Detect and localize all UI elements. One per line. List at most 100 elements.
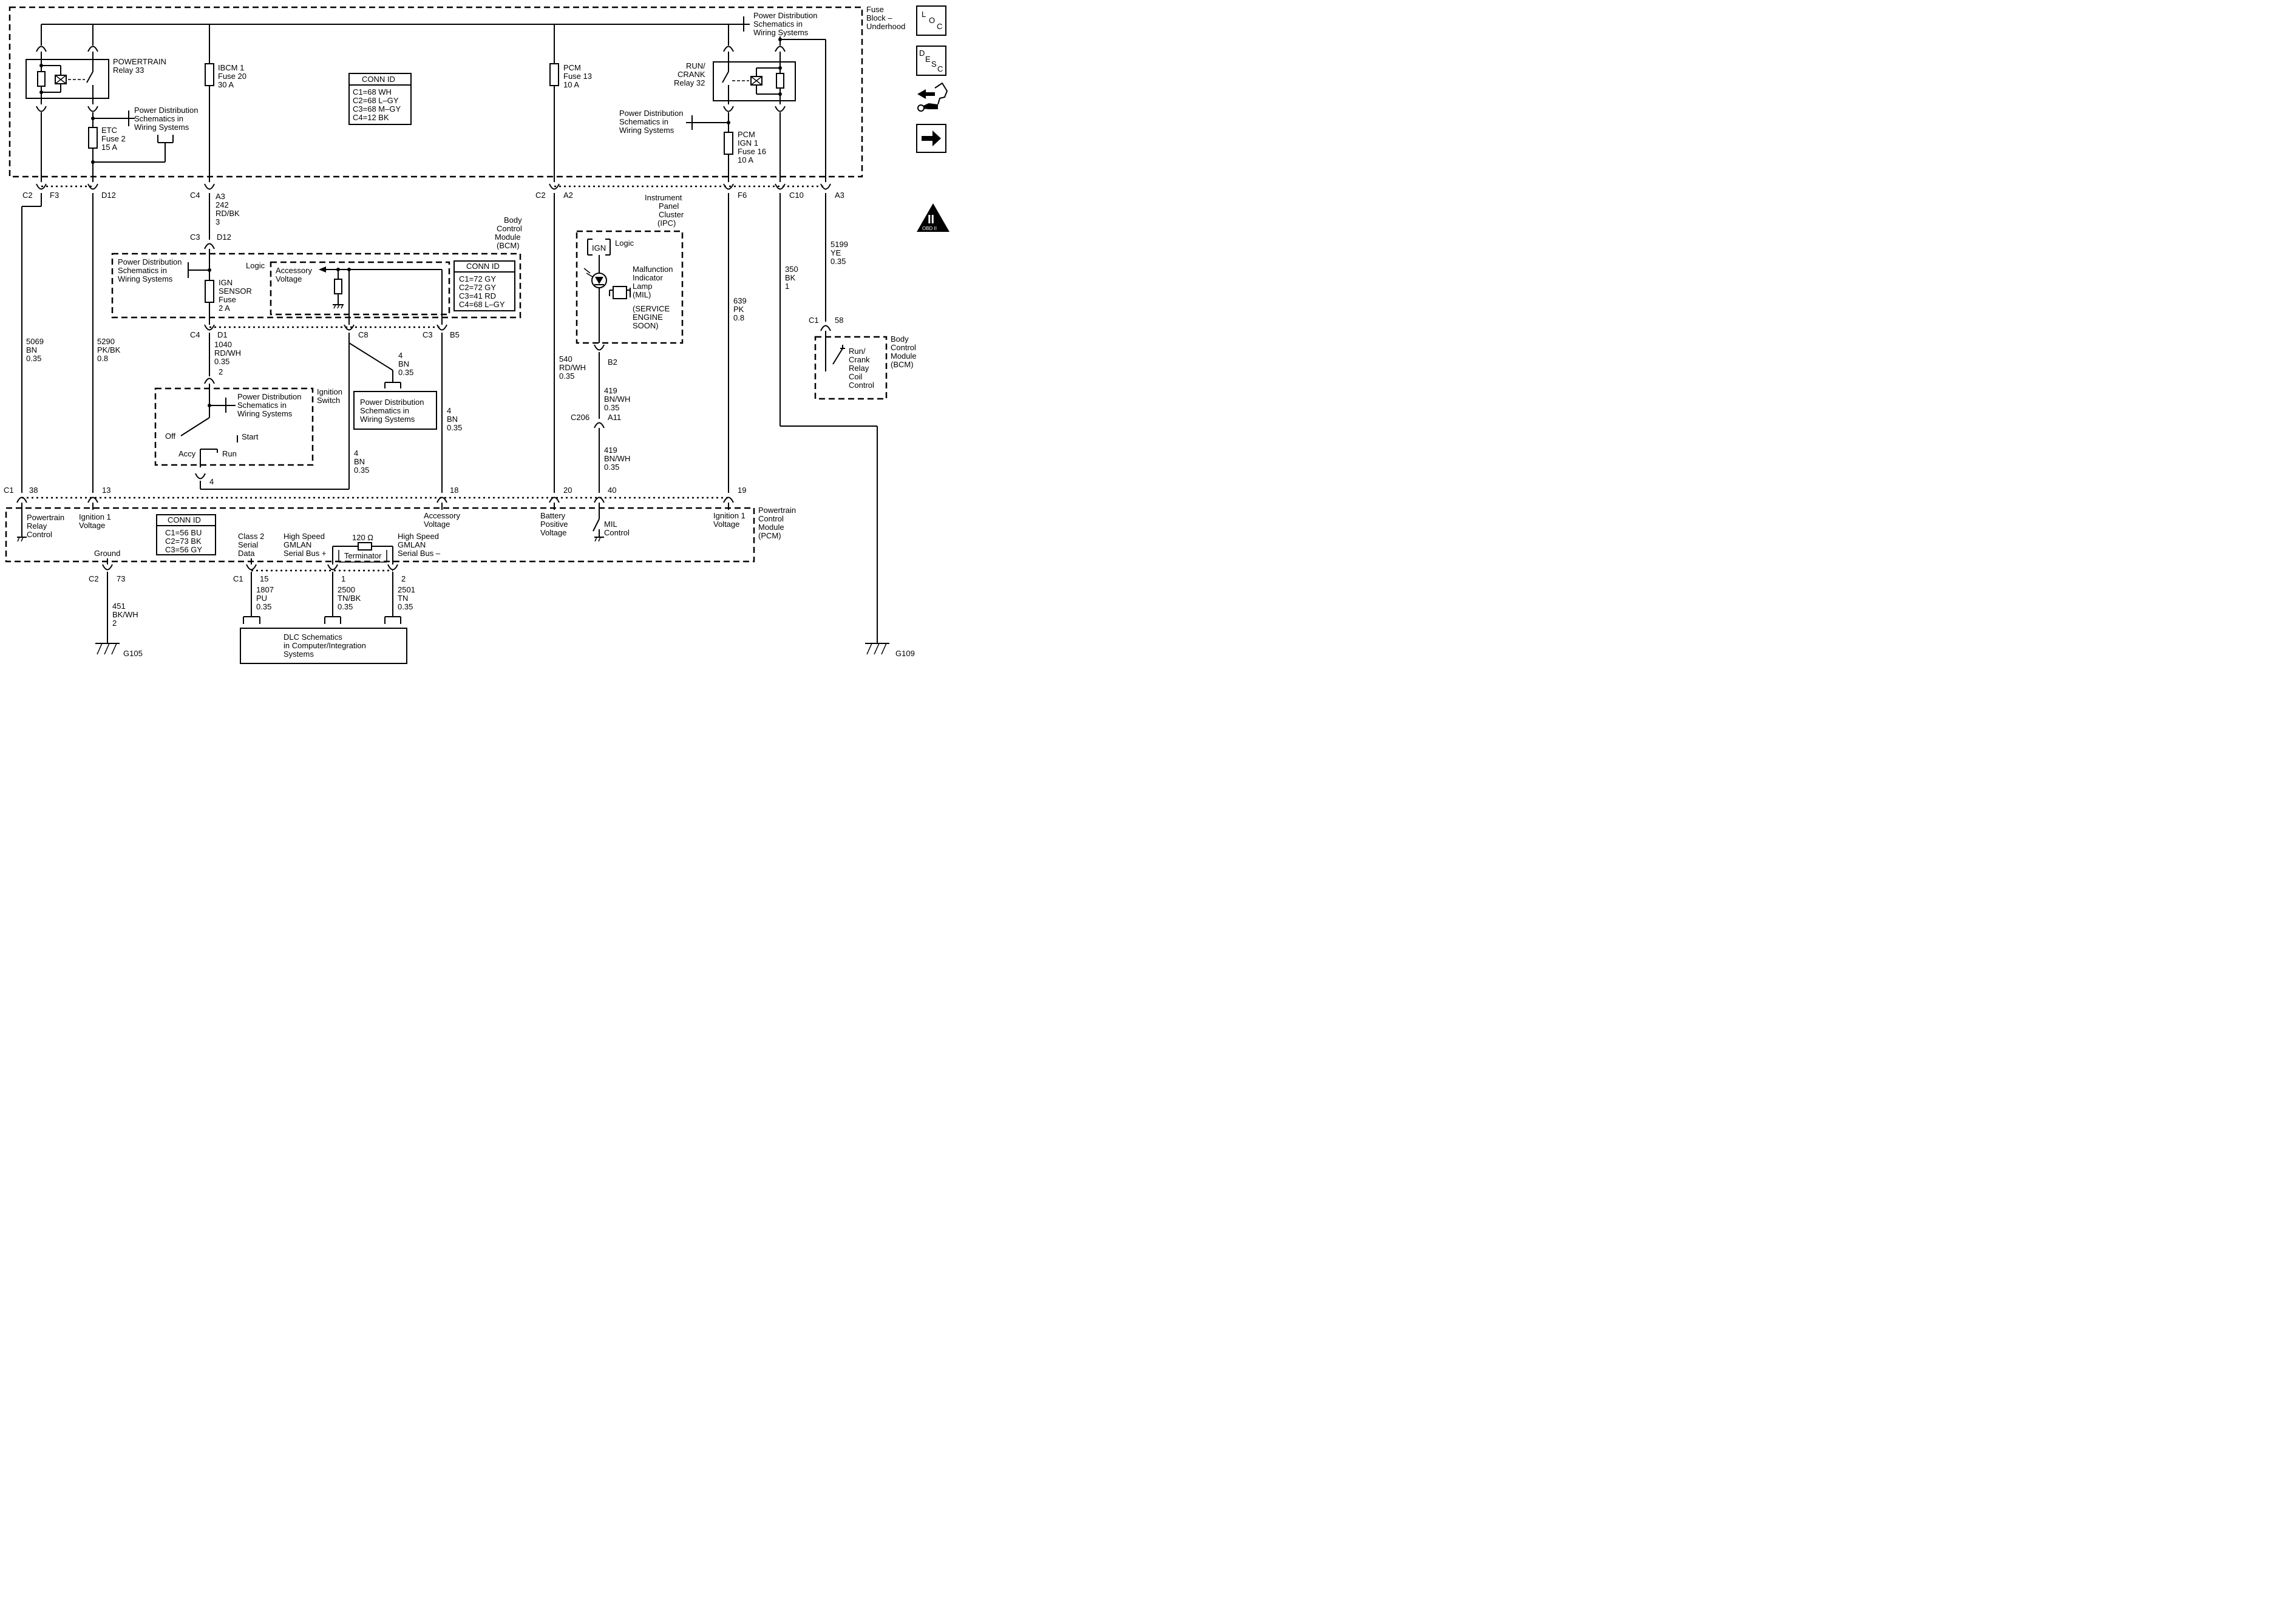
svg-text:A11: A11: [608, 413, 621, 422]
svg-text:D1: D1: [217, 330, 228, 339]
dlc-schematics-box: [240, 628, 407, 664]
svg-text:A3: A3: [216, 192, 225, 201]
svg-text:D: D: [919, 49, 925, 58]
svg-text:F3: F3: [50, 191, 59, 200]
svg-text:B5: B5: [450, 330, 460, 339]
svg-text:CONN ID: CONN ID: [168, 515, 201, 524]
svg-text:G105: G105: [123, 649, 143, 658]
svg-text:C4=68 L–GY: C4=68 L–GY: [459, 300, 505, 309]
svg-text:13: 13: [102, 486, 110, 495]
svg-text:C1=72 GY: C1=72 GY: [459, 274, 496, 283]
svg-text:C4: C4: [190, 191, 200, 200]
svg-text:C10: C10: [789, 191, 804, 200]
svg-text:15: 15: [260, 574, 268, 583]
svg-text:Start: Start: [242, 432, 259, 441]
bcm-bottom-connectors: C4 D1 C8 C3 B5: [190, 324, 460, 339]
desc-icon[interactable]: D E S C: [916, 46, 946, 76]
svg-text:C3: C3: [423, 330, 433, 339]
svg-text:Ground: Ground: [94, 549, 120, 558]
svg-text:C206: C206: [571, 413, 589, 422]
svg-text:Off: Off: [165, 432, 175, 441]
next-arrow-icon[interactable]: [916, 124, 946, 153]
svg-text:C4=12 BK: C4=12 BK: [353, 113, 389, 122]
svg-text:C3=68 M–GY: C3=68 M–GY: [353, 104, 401, 114]
wrench-connector-icon[interactable]: [917, 82, 948, 112]
svg-text:IGN: IGN: [592, 243, 606, 253]
obd2-icon: II OBD II: [917, 203, 949, 232]
svg-text:B2: B2: [608, 358, 617, 367]
svg-text:D12: D12: [101, 191, 116, 200]
svg-text:C3=56 GY: C3=56 GY: [165, 545, 202, 554]
svg-text:C: C: [937, 22, 942, 31]
svg-text:Terminator: Terminator: [344, 551, 382, 560]
svg-text:C1: C1: [809, 316, 819, 325]
svg-text:Logic: Logic: [615, 239, 634, 248]
svg-text:C1: C1: [4, 486, 14, 495]
svg-text:S: S: [931, 59, 937, 69]
svg-text:18: 18: [450, 486, 458, 495]
svg-text:2: 2: [401, 574, 406, 583]
svg-text:73: 73: [117, 574, 125, 583]
svg-text:C2=72 GY: C2=72 GY: [459, 283, 496, 292]
svg-text:E: E: [925, 55, 931, 64]
svg-text:A3: A3: [835, 191, 844, 200]
svg-text:38: 38: [29, 486, 38, 495]
svg-text:58: 58: [835, 316, 843, 325]
svg-text:120 Ω: 120 Ω: [352, 533, 373, 542]
svg-text:40: 40: [608, 486, 616, 495]
fuse-block-connectors: C2 F3 D12 C4 A3 C2 A2 F6 C10 A3: [22, 183, 844, 201]
conn-id-fuse-block: CONN ID C1=68 WH C2=68 L–GY C3=68 M–GY C…: [348, 73, 412, 125]
svg-text:C2=68 L–GY: C2=68 L–GY: [353, 96, 399, 105]
svg-text:Logic: Logic: [246, 261, 265, 270]
svg-text:G109: G109: [895, 649, 915, 658]
svg-text:19: 19: [738, 486, 746, 495]
loc-icon[interactable]: L O C: [916, 5, 946, 36]
svg-text:C2=73 BK: C2=73 BK: [165, 537, 202, 546]
svg-text:L: L: [922, 10, 926, 19]
